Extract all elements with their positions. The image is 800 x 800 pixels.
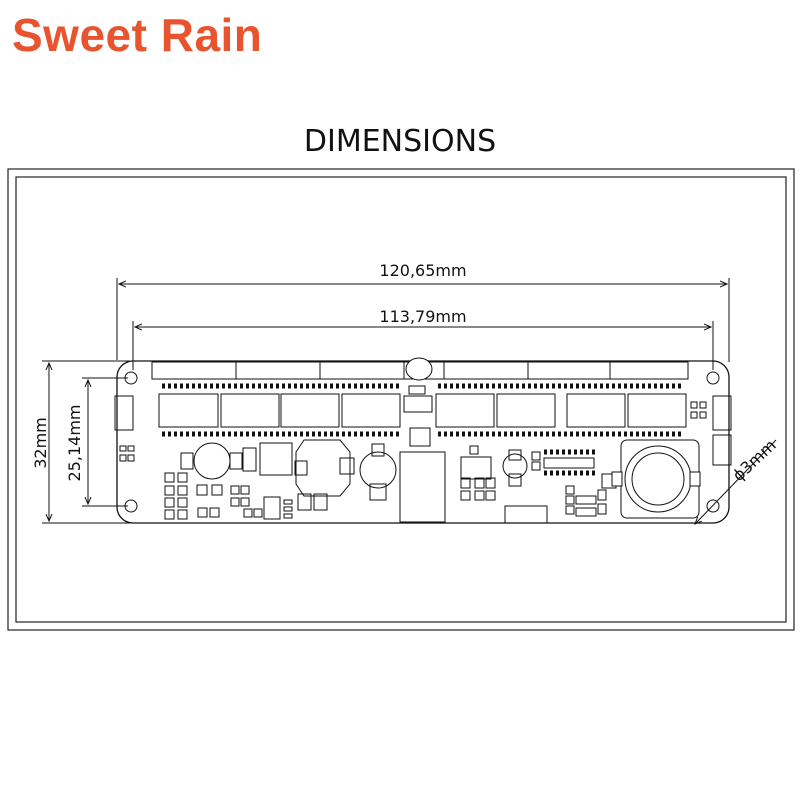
brand-logo: Sweet Rain [12,9,263,61]
overall-height-label: 32mm [31,417,50,469]
hole-spacing-height-label: 25,14mm [65,405,84,482]
hole-diameter-value: 3mm [736,436,779,478]
mounting-hole-bottom-left [124,499,138,513]
dimension-overall-height [42,360,130,524]
dimension-overall-length [116,278,730,362]
page-title: DIMENSIONS [303,124,497,159]
hole-spacing-length-label: 113,79mm [379,307,466,326]
mounting-hole-top-left [124,371,138,385]
overall-length-label: 120,65mm [379,261,466,280]
dimension-hole-spacing-length [132,321,714,370]
inner-frame [15,176,787,623]
dimension-hole-spacing-height [82,377,128,507]
mounting-hole-bottom-right [706,499,720,513]
outer-frame [7,168,795,631]
mounting-hole-top-right [706,371,720,385]
pcb-board [114,357,732,524]
hole-diameter-label: ϕ3mm [729,436,780,485]
